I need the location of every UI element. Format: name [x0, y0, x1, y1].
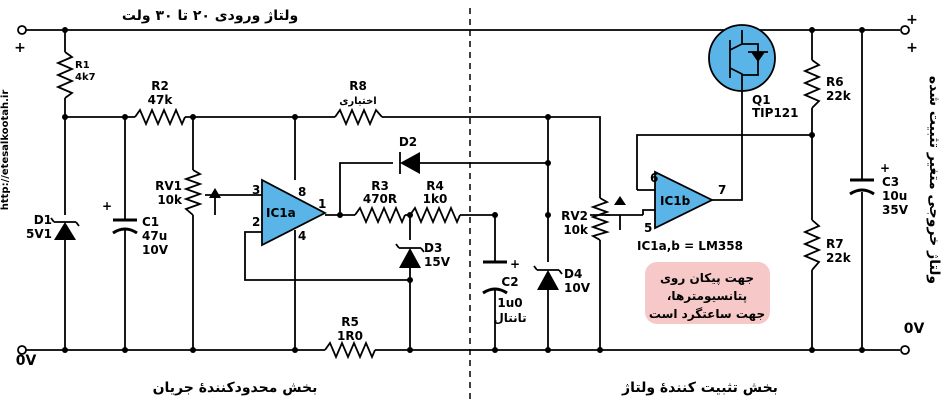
d4-name: D4 [564, 267, 582, 281]
resistor-r5 [324, 340, 376, 360]
c3-name: C3 [882, 175, 899, 189]
rv1-name: RV1 [155, 179, 182, 193]
note-line-1: جهت پیکان روی [660, 271, 754, 286]
note-line-3: جهت ساعتگرد است [649, 307, 765, 321]
capacitor-c1 [112, 218, 138, 235]
rv2-value: 10k [563, 223, 589, 237]
ic1b-name: IC1b [660, 194, 691, 208]
resistor-r6 [802, 59, 822, 109]
c2-value-1: 1u0 [497, 296, 522, 310]
resistor-r7 [802, 219, 822, 271]
ic1a-name: IC1a [266, 206, 296, 220]
output-zero-label: 0V [904, 321, 925, 337]
opamp-ic1b [654, 170, 715, 230]
c1-name: C1 [142, 215, 159, 229]
output-plus-label: + [906, 40, 918, 56]
output-voltage-label: ولتاژ خروجی متغیر تثبیت شده [926, 76, 942, 284]
c2-polarity: + [510, 257, 520, 271]
r3-name: R3 [371, 179, 389, 193]
d1-name: D1 [34, 213, 52, 227]
r3-value: 470R [363, 192, 397, 206]
note-line-2: پتانسیومترها، [667, 289, 747, 304]
r6-value: 22k [826, 89, 852, 103]
d2-name: D2 [399, 135, 417, 149]
capacitor-c2 [482, 260, 508, 295]
ic1a-pin-8: 8 [298, 185, 306, 199]
resistor-r4 [409, 205, 461, 225]
r6-name: R6 [826, 75, 844, 89]
rv2-name: RV2 [561, 209, 588, 223]
r4-name: R4 [426, 179, 444, 193]
c1-polarity: + [102, 199, 112, 213]
d1-value: 5V1 [26, 227, 52, 241]
resistor-r1 [55, 51, 75, 99]
ic1a-pin-4: 4 [298, 229, 306, 243]
c2-name: C2 [501, 275, 518, 289]
ic1b-pin-6: 6 [650, 171, 658, 185]
c3-value-1: 10u [882, 189, 907, 203]
section-left-label: بخش محدودکنندهٔ جریان [153, 380, 318, 396]
potentiometer-rv1 [183, 169, 221, 216]
r7-name: R7 [826, 237, 844, 251]
ic1a-pin-3: 3 [252, 183, 260, 197]
resistor-r8 [334, 107, 383, 127]
r7-value: 22k [826, 251, 852, 265]
ic1b-pin-5: 5 [644, 221, 652, 235]
r1-value: 4k7 [75, 72, 96, 83]
capacitor-c3 [849, 178, 875, 196]
input-plus-label: + [14, 40, 26, 56]
ic1b-pin-7: 7 [718, 183, 726, 197]
r4-value: 1k0 [423, 192, 448, 206]
resistor-r2 [134, 107, 186, 127]
r8-value: اختیاری [339, 96, 376, 107]
section-right-label: بخش تثبیت کنندهٔ ولتاژ [621, 380, 778, 396]
r1-name: R1 [75, 60, 90, 71]
d4-value: 10V [564, 281, 591, 295]
transistor-q1 [708, 24, 776, 92]
d3-name: D3 [424, 241, 442, 255]
input-zero-label: 0V [16, 353, 37, 369]
q1-name: Q1 [752, 93, 771, 107]
website-url: http://etesalkootah.ir [0, 90, 11, 211]
opamp-ic1a [261, 178, 327, 247]
note-box [645, 262, 770, 324]
zener-diode-d3 [395, 243, 425, 268]
ic1a-pin-2: 2 [252, 215, 260, 229]
input-voltage-title: ولتاژ ورودی ۲۰ تا ۳۰ ولت [122, 8, 298, 24]
r2-name: R2 [151, 79, 169, 93]
potentiometer-rv2 [590, 196, 626, 241]
terminals [17, 25, 910, 355]
r5-name: R5 [341, 315, 359, 329]
r5-value: 1R0 [337, 329, 363, 343]
ic-type-label: IC1a,b = LM358 [637, 239, 743, 253]
c2-value-2: تانتال [493, 311, 526, 325]
r2-value: 47k [148, 93, 174, 107]
zener-diode-d4 [533, 265, 563, 290]
c3-value-2: 35V [882, 203, 909, 217]
r8-name: R8 [349, 79, 367, 93]
labels: ولتاژ ورودی ۲۰ تا ۳۰ ولت http://etesalko… [0, 8, 942, 396]
rv1-value: 10k [157, 193, 183, 207]
ic1a-pin-1: 1 [318, 197, 326, 211]
resistor-r3 [354, 205, 406, 225]
output-plus-label-top: + [906, 12, 918, 28]
c3-polarity: + [880, 161, 890, 175]
d3-value: 15V [424, 255, 451, 269]
zener-diode-d1 [50, 217, 80, 240]
q1-value: TIP121 [752, 106, 799, 120]
c1-value-2: 10V [142, 243, 169, 257]
c1-value-1: 47u [142, 229, 167, 243]
diode-d2 [399, 152, 420, 174]
